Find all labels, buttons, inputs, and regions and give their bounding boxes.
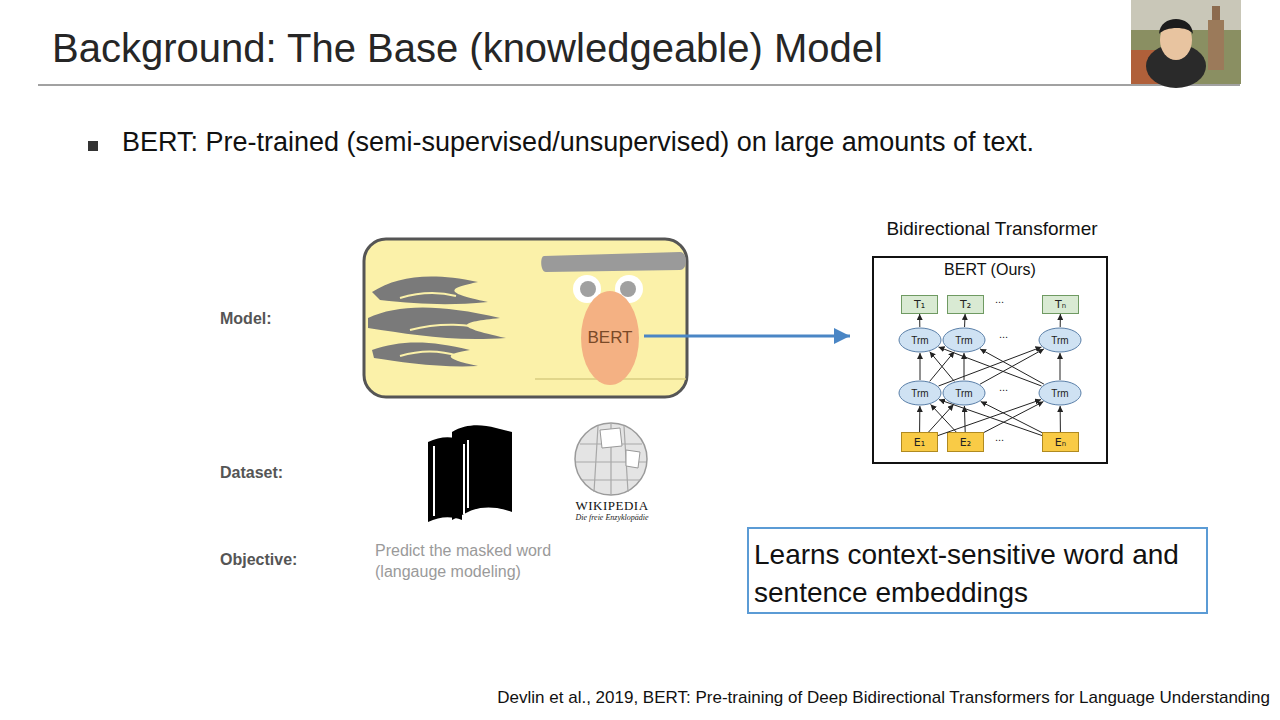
label-text: BERT: Pre-trained (semi-supervised/unsup… xyxy=(122,127,1034,158)
node-text: Learns context-sensitive word and senten… xyxy=(754,536,1204,612)
transformer-unit: Trm xyxy=(1038,327,1082,353)
ellipse-shape xyxy=(943,328,985,352)
connector-arrow xyxy=(930,352,955,382)
label-text: ... xyxy=(999,328,1008,340)
ellipse-shape xyxy=(1039,381,1081,405)
connector-arrow xyxy=(1060,406,1061,432)
node-text: Trm xyxy=(955,388,972,399)
connector-arrow xyxy=(980,349,1044,384)
transformer-unit: Trm xyxy=(942,327,986,353)
node-text: T₂ xyxy=(960,298,971,311)
node-text: E₁ xyxy=(914,436,925,449)
bert-face-oval: BERT xyxy=(580,290,640,386)
node-text: Tₙ xyxy=(1055,298,1066,311)
connector-arrow xyxy=(1060,353,1061,380)
transformer-unit: Trm xyxy=(898,380,942,406)
node-text: Trm xyxy=(1051,388,1068,399)
books-icon xyxy=(428,425,512,522)
callout-box: Learns context-sensitive word and senten… xyxy=(747,527,1208,614)
connector-arrow xyxy=(964,406,966,432)
node-text: T₁ xyxy=(914,298,925,311)
connector-arrow xyxy=(939,347,1042,386)
node-text: Trm xyxy=(955,335,972,346)
ellipse-shape xyxy=(899,328,941,352)
label-text: Model: xyxy=(220,310,272,328)
label-text: ... xyxy=(995,293,1004,305)
input-embedding-box: Eₙ xyxy=(1042,432,1079,452)
slide-title: Background: The Base (knowledgeable) Mod… xyxy=(52,26,883,71)
node-text: Bidirectional Transformer xyxy=(854,218,1130,240)
wikipedia-globe xyxy=(575,423,647,495)
node-text: Trm xyxy=(911,335,928,346)
input-embedding-box: E₂ xyxy=(947,432,984,452)
connector-arrow xyxy=(939,400,1042,436)
node-text: Trm xyxy=(1051,335,1068,346)
ellipse-shape xyxy=(1039,328,1081,352)
label-text: Die freie Enzyklopädie xyxy=(556,513,668,522)
connector-arrow xyxy=(981,401,1042,432)
connector-arrow xyxy=(1060,314,1061,327)
label-text: Dataset: xyxy=(220,464,283,482)
node-text: BERT (Ours) xyxy=(874,261,1106,279)
connector-arrow xyxy=(930,352,955,382)
connector-arrow xyxy=(964,314,966,327)
connector-arrow xyxy=(939,347,1042,386)
connector-arrow xyxy=(964,353,965,380)
bert-muppet-card xyxy=(364,239,687,397)
output-token-box: T₂ xyxy=(947,295,984,314)
label-text: Objective: xyxy=(220,551,297,569)
connector-arrow xyxy=(980,349,1044,384)
bert-architecture-box: Bidirectional TransformerBERT (Ours)T₁T₂… xyxy=(872,256,1108,464)
transformer-unit: Trm xyxy=(1038,380,1082,406)
transformer-unit: Trm xyxy=(898,327,942,353)
input-embedding-box: E₁ xyxy=(901,432,938,452)
node-text: Trm xyxy=(911,388,928,399)
ellipse-shape xyxy=(943,381,985,405)
title-rule xyxy=(38,85,1240,86)
connector-arrow xyxy=(931,404,957,432)
connector-arrow xyxy=(984,402,1043,433)
output-token-box: Tₙ xyxy=(1042,295,1079,314)
webcam-feed xyxy=(1131,0,1241,88)
ellipse-shape xyxy=(899,381,941,405)
node-text: Eₙ xyxy=(1055,436,1066,449)
citation: Devlin et al., 2019, BERT: Pre-training … xyxy=(497,688,1270,708)
node-text: BERT xyxy=(587,328,632,348)
connector-arrow xyxy=(920,353,921,380)
label-text: ... xyxy=(995,431,1004,443)
bullet-square xyxy=(88,141,98,151)
output-token-box: T₁ xyxy=(901,295,938,314)
label-text: WIKIPEDIA xyxy=(556,498,668,514)
connector-arrow xyxy=(938,400,1041,436)
connector-arrow xyxy=(929,404,954,432)
label-text: ... xyxy=(999,381,1008,393)
transformer-unit: Trm xyxy=(942,380,986,406)
label-text: Predict the masked word (langauge modeli… xyxy=(375,540,590,582)
connector-arrow xyxy=(919,314,920,327)
ellipse-shape xyxy=(581,291,639,385)
node-text: E₂ xyxy=(960,436,971,449)
connector-arrow xyxy=(919,406,920,432)
connector-arrow xyxy=(644,335,850,338)
